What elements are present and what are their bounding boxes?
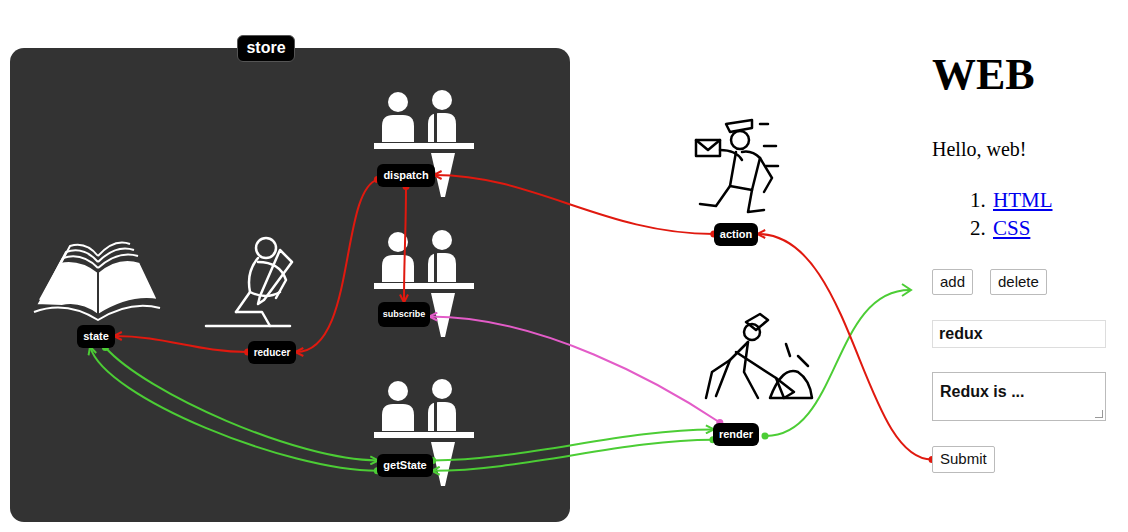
- function-pill: subscribe: [378, 302, 431, 327]
- list-link: CSS: [993, 216, 1030, 240]
- node-text: dispatch: [383, 169, 428, 181]
- flow-connector: [758, 234, 932, 460]
- page-text: Hello, web!: [932, 137, 1026, 161]
- book-icon: [34, 243, 160, 321]
- node-text: reducer: [254, 347, 291, 358]
- action-pill: action: [714, 223, 758, 246]
- flow-connector: [115, 336, 248, 352]
- store-tab: store: [237, 35, 294, 62]
- render-pill: render: [713, 423, 759, 446]
- node-text: add: [940, 273, 965, 290]
- node-text: Submit: [940, 450, 987, 467]
- page-heading: WEB: [932, 50, 1035, 100]
- store-panel: [10, 48, 570, 522]
- store-panel: storedispatchsubscribestatereducergetSta…: [10, 48, 570, 522]
- node-text: render: [719, 428, 753, 440]
- function-pill: getState: [377, 454, 432, 477]
- digger-icon: [706, 314, 812, 398]
- list-number: 1.: [970, 188, 986, 212]
- node-text: redux: [939, 325, 983, 342]
- clerk-icon: [374, 90, 474, 197]
- flow-connector: [430, 317, 720, 423]
- text-area: Redux is ...: [932, 372, 1106, 421]
- list-number: 2.: [970, 216, 986, 240]
- writer-icon: [206, 238, 292, 326]
- flow-connector: [90, 348, 377, 471]
- flow-connector: [435, 175, 714, 234]
- function-pill: dispatch: [377, 164, 434, 187]
- postman-icon: [696, 120, 778, 212]
- node-text: getState: [383, 459, 426, 471]
- node-text: delete: [998, 273, 1039, 290]
- web-button: delete: [990, 269, 1047, 295]
- clerk-icon: [374, 230, 474, 337]
- list-link: HTML: [993, 188, 1053, 212]
- node-text: state: [83, 330, 109, 342]
- connector-dot: [762, 433, 769, 440]
- flow-connector: [404, 187, 406, 302]
- web-button: add: [932, 269, 973, 295]
- flow-connector: [296, 180, 377, 352]
- node-text: subscribe: [383, 309, 426, 319]
- node-text: action: [720, 228, 752, 240]
- flow-connector: [433, 440, 713, 471]
- function-pill: reducer: [248, 341, 297, 364]
- submit-button: Submit: [932, 446, 995, 473]
- text-input: redux: [932, 320, 1106, 348]
- render-output-arrow: [766, 284, 911, 436]
- flow-connector: [105, 348, 377, 461]
- state-pill: state: [77, 325, 115, 348]
- node-text: Redux is ...: [940, 383, 1024, 400]
